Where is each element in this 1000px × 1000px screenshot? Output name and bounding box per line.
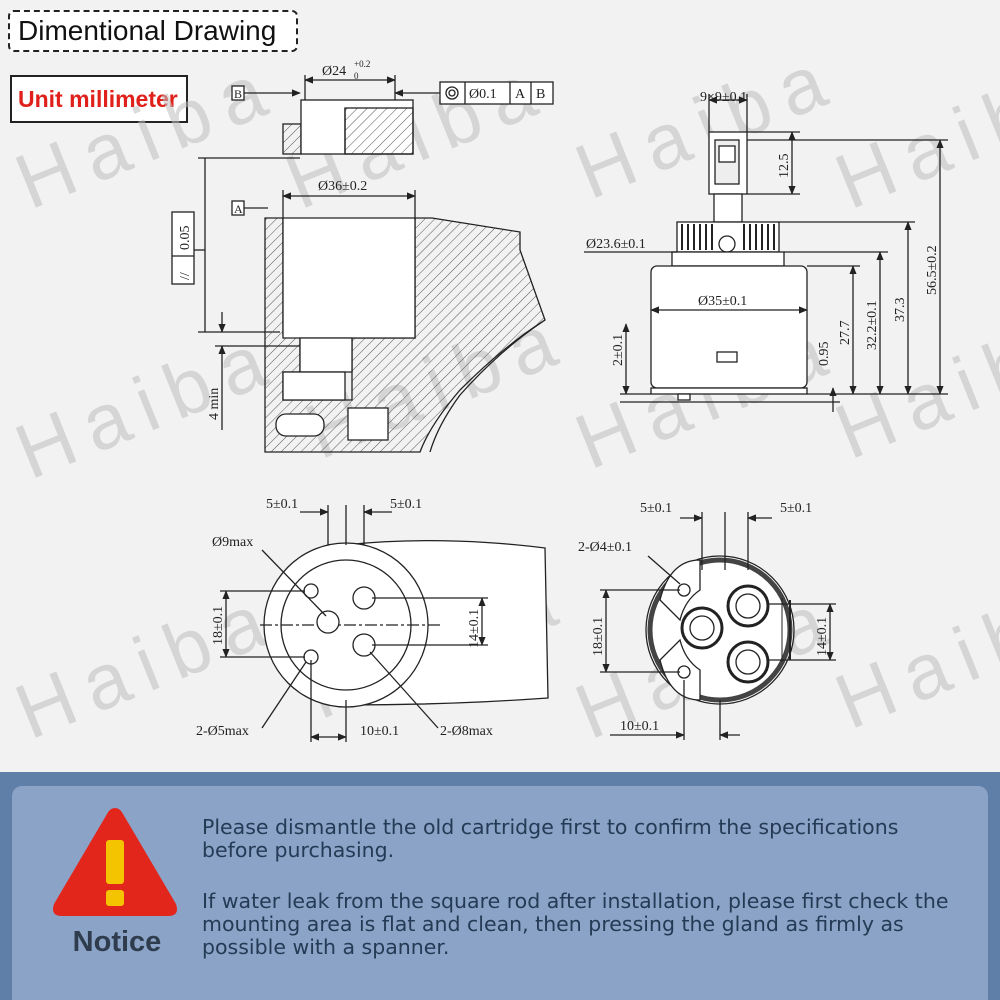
bottom-height-18: 18±0.1 xyxy=(591,617,606,656)
stem-size: 9×9±0.1 xyxy=(700,90,747,105)
unit-box: Unit millimeter xyxy=(10,75,188,123)
notice-line-2: If water leak from the square rod after … xyxy=(202,889,949,959)
warning-icon xyxy=(53,808,177,916)
watermark: Haiba xyxy=(823,42,1000,226)
page-title: Dimentional Drawing xyxy=(18,15,277,46)
cartridge-bottom: 5±0.1 5±0.1 2-Ø4±0.1 18±0.1 14±0.1 10±0.… xyxy=(578,501,836,740)
seat-spacing-left: 5±0.1 xyxy=(266,497,298,512)
thread-tol-upper: +0.2 xyxy=(354,59,370,69)
dim-322: 32.2±0.1 xyxy=(865,300,880,350)
watermark: Haiba xyxy=(3,42,290,226)
gland-dia: Ø23.6±0.1 xyxy=(586,237,646,252)
parallelism-symbol: // xyxy=(178,272,193,280)
cartridge-side: 9×9±0.1 12.5 Ø23.6±0.1 Ø35±0.1 2±0.1 0.9… xyxy=(584,90,948,412)
watermark: Haiba xyxy=(563,32,850,216)
dim-373: 37.3 xyxy=(893,298,908,323)
bore-dia: Ø36±0.2 xyxy=(318,179,367,194)
unit-label: Unit millimeter xyxy=(18,86,178,112)
parallelism-tol: 0.05 xyxy=(178,226,193,251)
notice-line-1: Please dismantle the old cartridge first… xyxy=(202,815,899,862)
bottom-spacing-left: 5±0.1 xyxy=(640,501,672,516)
watermark: Haiba xyxy=(823,292,1000,476)
bottom-spacing-right: 5±0.1 xyxy=(780,501,812,516)
notice-label: Notice xyxy=(72,926,162,958)
seat-height-18: 18±0.1 xyxy=(211,606,226,645)
concentricity-ref-a: A xyxy=(515,87,526,102)
dim-277: 27.7 xyxy=(838,321,853,346)
seat-view: 5±0.1 5±0.1 Ø9max 18±0.1 14±0.1 10±0.1 2… xyxy=(196,497,549,742)
seat-spacing-right: 5±0.1 xyxy=(390,497,422,512)
notice-panel: Notice Please dismantle the old cartridg… xyxy=(12,786,988,1000)
bottom-spacing-bottom: 10±0.1 xyxy=(620,719,659,734)
concentricity-ref-b: B xyxy=(536,87,545,102)
thread-tol-lower: 0 xyxy=(354,71,359,81)
seat-small-holes: 2-Ø5max xyxy=(196,724,249,739)
dim-095: 0.95 xyxy=(817,342,832,367)
gland-nut xyxy=(282,99,414,155)
watermark: Haiba xyxy=(823,562,1000,746)
thread-dia: Ø24 xyxy=(322,64,346,79)
seat-large-holes: 2-Ø8max xyxy=(440,724,493,739)
seat-center-hole: Ø9max xyxy=(212,535,253,550)
seat-height-14: 14±0.1 xyxy=(467,609,482,648)
notice-section: Notice Please dismantle the old cartridg… xyxy=(0,772,1000,1000)
seat-spacing-bottom: 10±0.1 xyxy=(360,724,399,739)
dimensional-drawing: Haiba Haiba Haiba Haiba Haiba Haiba Haib… xyxy=(3,32,1000,756)
bottom-pins: 2-Ø4±0.1 xyxy=(578,540,632,555)
stem-height: 12.5 xyxy=(777,154,792,179)
datum-b: B xyxy=(234,87,242,101)
min-depth: 4 min xyxy=(207,388,222,420)
overall-height: 56.5±0.2 xyxy=(925,245,940,295)
base-offset: 2±0.1 xyxy=(611,334,626,366)
bottom-height-14: 14±0.1 xyxy=(815,617,830,656)
title-box: Dimentional Drawing xyxy=(8,10,298,52)
faucet-section: B Ø24 +0.2 0 Ø0.1 A B // 0.05 A xyxy=(171,59,554,453)
datum-a: A xyxy=(234,202,243,216)
body-dia: Ø35±0.1 xyxy=(698,294,747,309)
watermark: Haiba xyxy=(3,312,290,496)
concentricity-tol: Ø0.1 xyxy=(469,87,497,102)
